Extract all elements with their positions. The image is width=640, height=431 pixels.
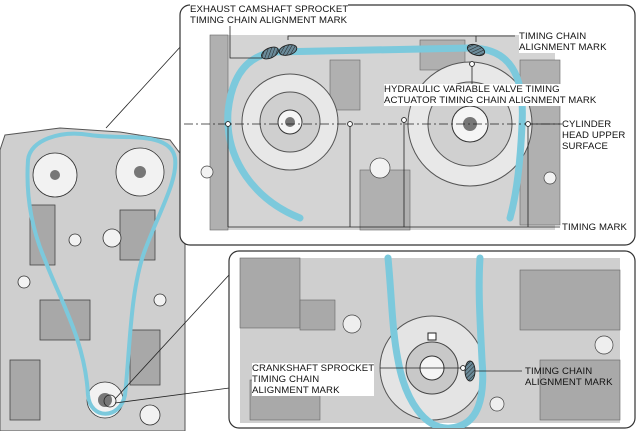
chain-alignment-mark-top xyxy=(466,43,486,57)
timing-chain-bottom xyxy=(384,254,487,428)
exhaust-camshaft-sprocket xyxy=(241,73,339,171)
timing-mark-2 xyxy=(347,121,353,127)
hvvt-mark-label: HYDRAULIC VARIABLE VALVE TIMING ACTUATOR… xyxy=(384,84,597,106)
timing-chain-mark-bottom-label: TIMING CHAIN ALIGNMENT MARK xyxy=(525,366,613,388)
timing-chain-mark-top-label: TIMING CHAIN ALIGNMENT MARK xyxy=(519,31,607,53)
exhaust-alignment-mark-b xyxy=(278,44,298,56)
timing-mark-4 xyxy=(525,121,531,127)
exhaust-camshaft-mark-label: EXHAUST CAMSHAFT SPROCKET TIMING CHAIN A… xyxy=(190,4,349,26)
callout-connectors xyxy=(103,44,241,408)
crankshaft-detail-panel xyxy=(228,250,636,429)
crankshaft-sprocket-mark-label: CRANKSHAFT SPROCKET TIMING CHAIN ALIGNME… xyxy=(252,363,375,396)
chain-alignment-mark-bottom xyxy=(464,360,476,382)
crankshaft-mark-point xyxy=(460,365,466,371)
cylinder-head-surface-label: CYLINDER HEAD UPPER SURFACE xyxy=(562,119,626,152)
engine-overview xyxy=(0,127,186,431)
hvvt-mark-point xyxy=(469,61,475,67)
timing-mark-1 xyxy=(225,121,231,127)
timing-mark-3 xyxy=(401,117,407,123)
crankshaft-key-square xyxy=(427,332,437,341)
exhaust-alignment-mark-a xyxy=(261,46,279,60)
timing-mark-label: TIMING MARK xyxy=(562,222,628,233)
